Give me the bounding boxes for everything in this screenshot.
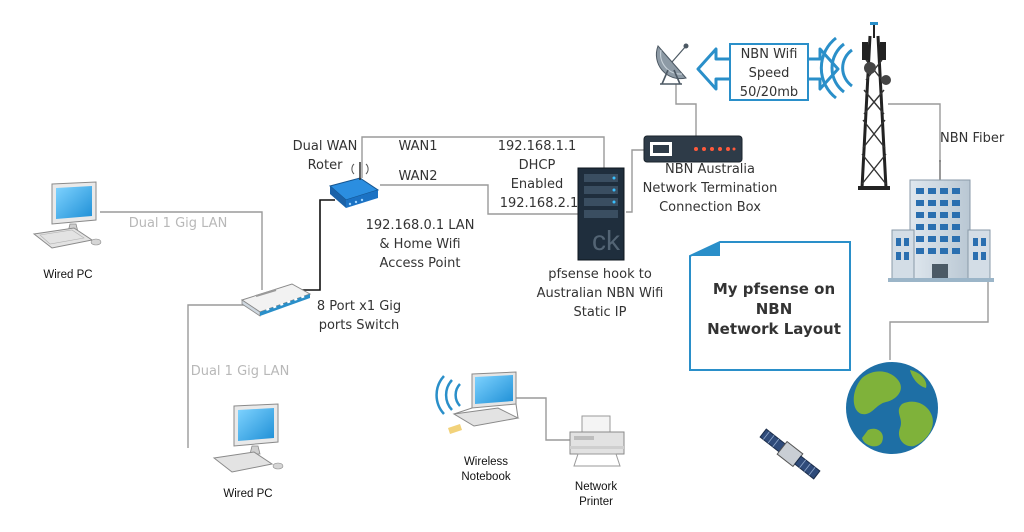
wired-pc-1-icon [32, 181, 102, 249]
wifi-speed-line1: NBN Wifi [740, 47, 798, 62]
lan-label-2: Dual 1 Gig LAN [190, 364, 290, 379]
wired-pc-2-icon [212, 403, 284, 473]
pfsense-server-icon: ck [577, 167, 625, 261]
link-pc2-switch [187, 304, 248, 448]
notebook-label-line2: Notebook [461, 471, 511, 483]
diagram-title-line3: Network Layout [707, 320, 841, 338]
router-name-line2: Roter [307, 158, 343, 173]
notebook-label-line1: Wireless [463, 456, 509, 468]
switch-icon [240, 283, 312, 317]
cell-tower-icon [819, 22, 891, 190]
link-pfsense-ntd [626, 149, 648, 213]
wired-pc-1-label: Wired PC [43, 269, 93, 281]
ntd-label-line1: NBN Australia [664, 162, 755, 177]
wired-pc-2-label: Wired PC [223, 488, 273, 500]
link-dish-ntd [675, 84, 697, 136]
pfsense-hook-line1: pfsense hook to [548, 267, 652, 282]
link-wan1 [361, 136, 605, 178]
router-name-line1: Dual WAN [292, 139, 358, 154]
diagram-title-line1: My pfsense on [712, 280, 836, 298]
printer-label-line1: Network [574, 481, 618, 493]
satellite-dish-icon [655, 43, 689, 85]
pfsense-hook-line2: Australian NBN Wifi [536, 286, 664, 301]
wireless-notebook-icon [435, 371, 520, 434]
network-printer-icon [569, 415, 625, 467]
title-box [689, 241, 851, 371]
router-lan-line3: Access Point [379, 256, 461, 271]
wan2-label: WAN2 [398, 169, 438, 184]
printer-label-line2: Printer [579, 496, 613, 508]
satellite-icon [759, 428, 821, 480]
router-lan-line2: & Home Wifi [379, 237, 461, 252]
router-lan-line1: 192.168.0.1 LAN [365, 218, 475, 233]
switch-label-line1: 8 Port x1 Gig [316, 299, 402, 314]
ntd-box-icon [643, 135, 743, 163]
globe-icon [846, 362, 938, 454]
nbn-fiber-label: NBN Fiber [940, 131, 1005, 146]
router-icon [328, 162, 380, 208]
link-pc1-switch [100, 211, 263, 290]
link-wan2 [380, 184, 580, 215]
ntd-label-line2: Network Termination [642, 181, 778, 196]
pfsense-hook-line3: Static IP [573, 305, 627, 320]
diagram-title-line2: NBN [755, 300, 793, 318]
wifi-speed-line2: Speed [748, 66, 790, 81]
ntd-label-line3: Connection Box [659, 200, 761, 215]
pfsense-ip-line4: 192.168.2.1 [499, 196, 579, 211]
office-building-icon [888, 160, 994, 282]
link-tower-building [888, 103, 941, 162]
switch-label-line2: ports Switch [318, 318, 400, 333]
lan-label-1: Dual 1 Gig LAN [128, 216, 228, 231]
pfsense-ip-line3: Enabled [510, 177, 564, 192]
link-switch-router [300, 199, 335, 291]
pfsense-ip-line2: DHCP [518, 158, 556, 173]
link-notebook-printer [512, 397, 572, 441]
pfsense-ip-line1: 192.168.1.1 [497, 139, 577, 154]
wifi-speed-arrow [696, 43, 840, 101]
wifi-speed-line3: 50/20mb [739, 85, 799, 100]
svg-text:ck: ck [592, 225, 621, 256]
connection-lines [100, 84, 989, 448]
wan1-label: WAN1 [398, 139, 438, 154]
